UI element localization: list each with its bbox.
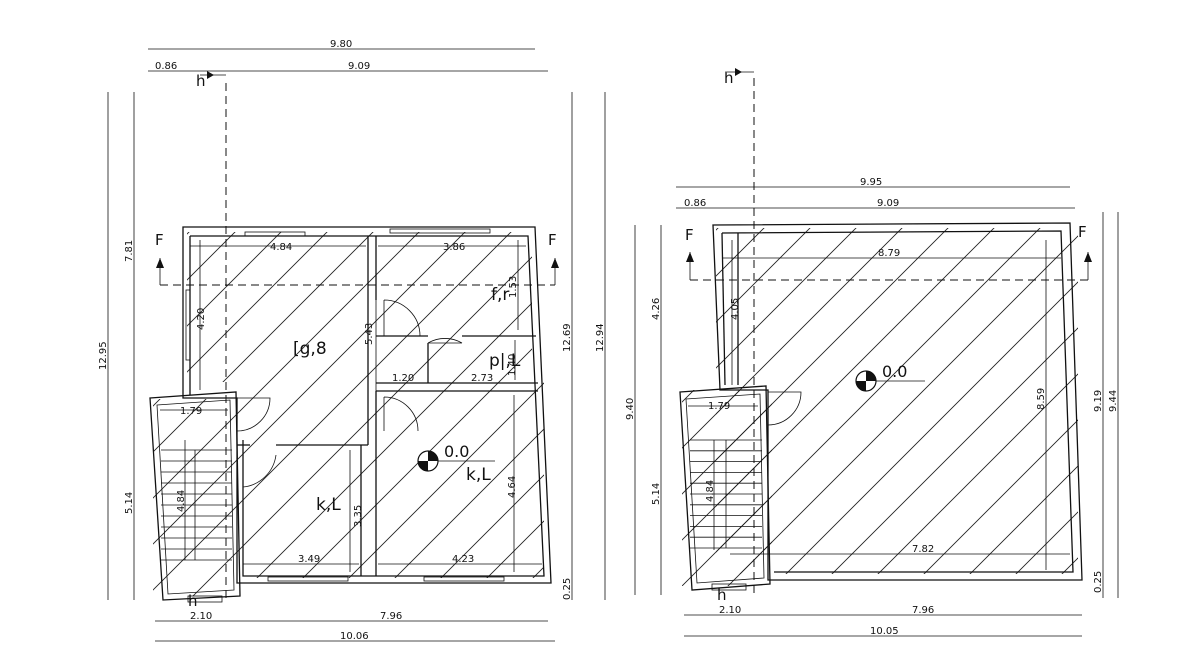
section-mark-right-a: F — [685, 226, 694, 244]
right-wall-west — [721, 232, 726, 386]
section-mark-left-b: F — [548, 231, 557, 249]
left-hatch — [153, 232, 544, 596]
dim-top-total-right: 9.95 — [860, 177, 882, 188]
left-inner-wall — [190, 235, 545, 577]
right-hatch — [682, 228, 1078, 586]
left-stair-inner — [156, 399, 235, 595]
right-stair-inner — [685, 393, 765, 584]
dim-right-outer: 12.94 — [595, 323, 606, 352]
dim-stair-h: 4.84 — [176, 490, 187, 512]
room-label-b: k,L — [316, 495, 341, 515]
dim-top-total-left: 9.80 — [330, 39, 352, 50]
dim-offset-left: 0.86 — [155, 61, 177, 72]
dim-bottom-left-right: 2.10 — [719, 605, 741, 616]
right-inner-wall — [721, 230, 1074, 573]
window-1 — [244, 231, 306, 237]
level-value-left: 0.0 — [444, 442, 469, 461]
left-outer-wall — [182, 226, 552, 584]
dim-inner-top: 8.79 — [878, 248, 900, 259]
dim-offset-right: 0.86 — [684, 198, 706, 209]
dim-room1-height: 4.20 — [196, 308, 207, 330]
dim-top-main-right: 9.09 — [877, 198, 899, 209]
window-4 — [267, 576, 349, 582]
right-stair-treads — [690, 439, 762, 549]
right-outer-wall — [712, 222, 1083, 581]
dim-left-upper-right: 4.26 — [651, 298, 662, 320]
stair-window — [187, 595, 223, 603]
dim-right-inner: 12.69 — [562, 323, 573, 352]
left-stair-outer — [149, 391, 241, 601]
window-3 — [185, 289, 191, 361]
dim-right-inner-right: 9.19 — [1093, 390, 1104, 412]
left-dimensions — [107, 48, 606, 642]
level-value-right: 0.0 — [882, 362, 907, 381]
section-tick-bottom-right: h — [717, 586, 727, 604]
door-swing-2 — [427, 338, 463, 344]
dim-left-lower-right: 5.14 — [651, 483, 662, 505]
dim-right-small-right: 0.25 — [1093, 571, 1104, 593]
dim-left-outer: 12.95 — [98, 341, 109, 370]
dim-room1-side: 5.43 — [364, 323, 375, 345]
dim-kitchen-w: 3.49 — [298, 554, 320, 565]
dim-room4-w: 4.23 — [452, 554, 474, 565]
section-mark-right-b: F — [1078, 223, 1087, 241]
section-tick-bottom: h — [188, 592, 198, 610]
dim-left-upper: 7.81 — [124, 240, 135, 262]
left-stair-treads — [161, 449, 232, 561]
door-swing-3 — [383, 396, 419, 432]
dim-bottom-mid: 7.96 — [380, 611, 402, 622]
dim-bath-w: 2.73 — [471, 373, 493, 384]
window-2 — [389, 228, 491, 234]
dim-bottom-left: 2.10 — [190, 611, 212, 622]
dim-inner-right: 8.59 — [1036, 388, 1047, 410]
room-label-c: p|,L — [489, 351, 521, 371]
room-label-d: k,L — [466, 465, 491, 485]
dim-left-total-right: 9.40 — [625, 398, 636, 420]
right-stair-outer — [679, 385, 771, 591]
dim-bath-h: 1.40 — [507, 354, 518, 376]
level-symbol-right: 0.0 — [855, 362, 925, 392]
section-tick-top-right: h — [724, 69, 734, 87]
section-mark-left-a: F — [155, 231, 164, 249]
dim-room2-small: 1.53 — [508, 276, 519, 298]
left-plan: 0.0 [g,8 k,L p|,L k,L f,r h h F F — [98, 39, 606, 642]
dim-kitchen-h: 3.35 — [353, 505, 364, 527]
dim-bottom-total: 10.06 — [340, 631, 369, 642]
door-swing-5 — [242, 450, 277, 488]
dim-bottom-mid-right: 7.96 — [912, 605, 934, 616]
right-plan: 0.0 h h F F 9.95 0.86 — [625, 68, 1119, 637]
dim-left-upper-inner-right: 4.05 — [730, 298, 741, 320]
right-dimensions — [634, 186, 1119, 637]
dim-room1-width: 4.84 — [270, 242, 292, 253]
dim-room4-h: 4.64 — [507, 476, 518, 498]
door-swing-1 — [383, 299, 421, 337]
dim-right-small: 0.25 — [562, 578, 573, 600]
dim-inner-bottom: 7.82 — [912, 544, 934, 555]
level-symbol-left: 0.0 — [417, 442, 495, 472]
dim-top-main-left: 9.09 — [348, 61, 370, 72]
window-5 — [423, 576, 505, 582]
right-door-swing — [767, 391, 802, 426]
dim-stair-w-right: 1.79 — [708, 401, 730, 412]
door-swing-4 — [236, 397, 271, 432]
right-stair-window — [711, 583, 747, 591]
dim-stair-h-right: 4.84 — [705, 480, 716, 502]
dim-room2-width: 3.86 — [443, 242, 465, 253]
section-tick-top: h — [196, 72, 206, 90]
dim-bottom-total-right: 10.05 — [870, 626, 899, 637]
dim-right-outer-right: 9.44 — [1108, 390, 1119, 412]
dim-corridor: 1.20 — [392, 373, 414, 384]
room-label-e: f,r — [491, 285, 509, 305]
room-label-a: [g,8 — [293, 339, 327, 359]
dim-left-lower: 5.14 — [124, 492, 135, 514]
dim-stair-w: 1.79 — [180, 406, 202, 417]
